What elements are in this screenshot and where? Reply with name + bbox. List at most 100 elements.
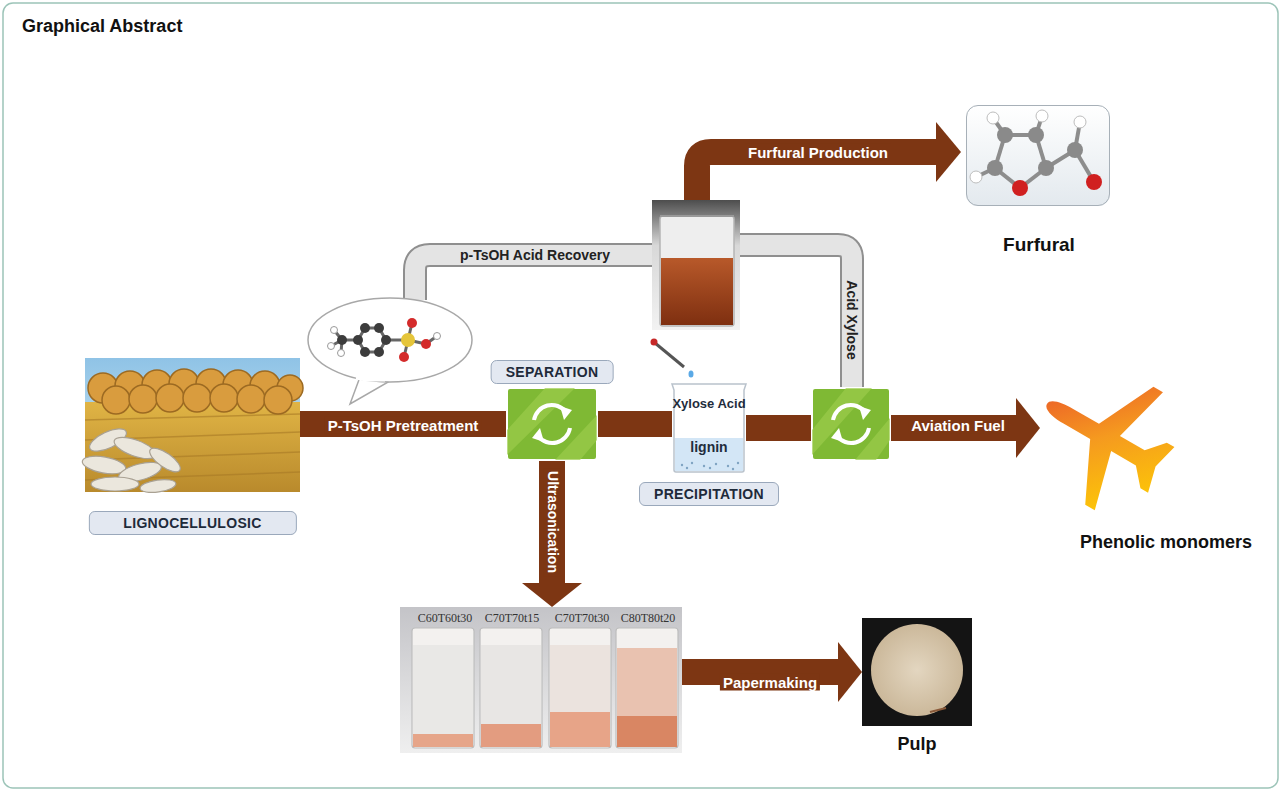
speech-bubble: [331, 323, 437, 357]
dropper: [651, 339, 658, 346]
dropper: [689, 371, 694, 378]
speech-bubble: [360, 347, 370, 357]
airplane: [1013, 345, 1196, 529]
beaker-drawing: [681, 464, 683, 466]
beaker: Xylose AcidligninPRECIPITATION: [672, 384, 746, 472]
arrow-head: [522, 583, 582, 607]
pulp-sheet: Pulp: [862, 618, 972, 726]
sample-beakers-photo: [617, 648, 677, 747]
sample-beakers-photo: [481, 645, 541, 747]
sample-beakers-photo: [413, 734, 473, 747]
straw-field-photo: [183, 384, 211, 412]
straw-field-photo: [85, 402, 300, 492]
product-label: Phenolic monomers: [1080, 532, 1252, 553]
furfural-molecule: [966, 105, 1110, 206]
beaker-drawing: [715, 463, 717, 465]
speech-bubble: [308, 298, 472, 382]
furfural-molecule: [1074, 116, 1086, 128]
flow-arrow: [522, 460, 582, 607]
speech-bubble: [337, 335, 347, 345]
pulp-photo: [862, 618, 972, 726]
flow-arrow: [597, 424, 672, 425]
speech-bubble: [356, 378, 385, 380]
speech-bubble: [360, 323, 370, 333]
cycle-square: [812, 388, 872, 455]
sample-beakers-photo: [617, 716, 677, 747]
furfural-molecule: [987, 160, 1003, 176]
sample-beakers-photo: [400, 607, 682, 753]
furfural-molecule: [970, 110, 1086, 183]
arrow-head: [1016, 398, 1040, 458]
stage-pill: LIGNOCELLULOSIC: [88, 511, 296, 535]
speech-bubble: [337, 323, 391, 357]
beaker-drawing: [737, 462, 739, 464]
beaker-drawing: [732, 468, 734, 470]
cycle-square: [812, 388, 890, 460]
speech-bubble: [399, 318, 431, 362]
sample-beakers-photo: [400, 607, 682, 753]
beaker-drawing: [691, 462, 693, 464]
cycle-square: [560, 406, 572, 420]
straw-field-photo: [112, 433, 159, 463]
straw-field-photo: [81, 424, 184, 494]
sample-code: C80T80t20: [616, 611, 680, 626]
arrow-label: Papermaking: [720, 674, 820, 691]
sample-beakers-photo: [616, 628, 678, 748]
speech-bubble: [434, 333, 441, 340]
cycle-square: [507, 388, 575, 455]
airplane: [1013, 345, 1196, 529]
pulp-photo: [862, 618, 972, 726]
flow-arrow: [682, 642, 862, 702]
speech-bubble: [331, 327, 338, 334]
cycle-square: [507, 388, 597, 460]
pulp-photo: [930, 708, 946, 712]
furfural-molecule: [997, 127, 1013, 143]
flow-band: [539, 460, 565, 583]
furfural-molecule: [1036, 110, 1048, 122]
pulp-photo: [871, 624, 963, 716]
cycle-square: [532, 428, 544, 442]
sample-beakers-photo: [413, 645, 473, 747]
sample-code: C60T60t30: [413, 611, 477, 626]
flow-label: p-TsOH Acid Recovery: [457, 247, 613, 263]
speech-bubble: [401, 333, 415, 347]
beaker-drawing: [686, 467, 688, 469]
furfural-molecule: [976, 116, 1094, 188]
product-box: Furfural: [966, 105, 1110, 206]
speech-bubble: [399, 352, 409, 362]
speech-bubble: [407, 318, 417, 328]
beaker-text: lignin: [672, 439, 746, 455]
furfural-molecule: [966, 105, 1110, 206]
arrow-label: Aviation Fuel: [908, 417, 1008, 434]
beaker-drawing: [672, 384, 746, 472]
recovery-beaker-photo: [660, 216, 734, 326]
speech-bubble: [374, 323, 384, 333]
sample-beakers-photo: [549, 628, 611, 748]
sample-beakers-photo: [550, 712, 610, 747]
straw-field-photo: [85, 452, 300, 460]
arrow-label: Ultrasonication: [544, 468, 561, 576]
sample-code: C70T70t15: [480, 611, 544, 626]
beaker-drawing: [709, 467, 711, 469]
straw-field-photo: [91, 477, 139, 491]
process-square: SEPARATION: [507, 388, 597, 460]
speech-bubble: [353, 335, 363, 345]
flow-band: [597, 411, 672, 437]
furfural-molecule: [1012, 174, 1102, 196]
stage-pill: SEPARATION: [491, 360, 614, 384]
furfural-molecule: [970, 171, 982, 183]
speech-bubble: [338, 350, 345, 357]
speech-bubble: [328, 327, 441, 357]
arrow-head: [838, 642, 862, 702]
sample-beakers-photo: [550, 645, 610, 747]
cycle-square: [812, 388, 890, 460]
furfural-molecule: [1038, 160, 1054, 176]
furfural-molecule: [987, 127, 1083, 176]
speech-bubble: [350, 377, 390, 404]
furfural-molecule: [1028, 127, 1044, 143]
straw-field-photo: [210, 384, 238, 412]
recovery-beaker-photo: [652, 200, 740, 330]
